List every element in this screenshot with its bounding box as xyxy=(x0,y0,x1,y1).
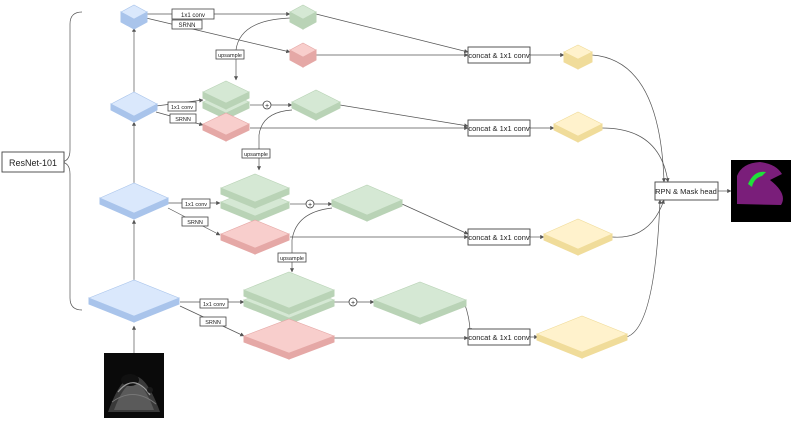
svg-text:1x1 conv: 1x1 conv xyxy=(171,105,193,111)
op-upsample-l1: upsample xyxy=(215,49,245,60)
op-conv-l4: 1x1 conv xyxy=(199,298,229,309)
svg-text:upsample: upsample xyxy=(218,53,242,59)
op-srnn-l4: SRNN xyxy=(199,316,227,327)
backbone-block-2 xyxy=(110,91,158,123)
ultrasound-image xyxy=(104,353,164,418)
op-srnn-l3: SRNN xyxy=(181,216,209,227)
op-upsample-l3: upsample xyxy=(277,252,307,263)
svg-text:concat & 1x1 conv: concat & 1x1 conv xyxy=(468,51,530,60)
svg-text:1x1 conv: 1x1 conv xyxy=(185,202,207,208)
concat-box-l1: concat & 1x1 conv xyxy=(467,46,531,64)
svg-text:concat & 1x1 conv: concat & 1x1 conv xyxy=(468,124,530,133)
fused-yellow-l4 xyxy=(536,315,628,359)
backbone-label: ResNet-101 xyxy=(9,158,57,168)
add-circle-l2: + xyxy=(262,100,272,110)
svg-text:1x1 conv: 1x1 conv xyxy=(181,13,205,19)
segmentation-mask-image xyxy=(731,160,791,222)
svg-text:SRNN: SRNN xyxy=(178,23,195,29)
svg-text:+: + xyxy=(351,300,355,307)
svg-text:SRNN: SRNN xyxy=(205,320,221,326)
backbone-label-box: ResNet-101 xyxy=(1,151,65,173)
svg-text:concat & 1x1 conv: concat & 1x1 conv xyxy=(468,333,530,342)
svg-text:1x1 conv: 1x1 conv xyxy=(203,302,225,308)
op-conv-l1: 1x1 conv xyxy=(171,8,215,20)
backbone-block-4 xyxy=(88,279,180,323)
op-conv-l3: 1x1 conv xyxy=(181,198,211,209)
rpn-mask-head-box: RPN & Mask head xyxy=(654,181,719,201)
fused-yellow-l1 xyxy=(563,44,593,70)
concat-box-l3: concat & 1x1 conv xyxy=(467,228,531,246)
add-circle-l4: + xyxy=(348,297,358,307)
svg-text:SRNN: SRNN xyxy=(187,220,203,226)
lateral-green-l1 xyxy=(289,4,317,30)
merged-green-l4 xyxy=(373,281,467,325)
backbone-block-1 xyxy=(120,4,148,30)
fused-yellow-l3 xyxy=(543,218,613,256)
op-srnn-l1: SRNN xyxy=(171,19,203,30)
op-conv-l2: 1x1 conv xyxy=(167,101,197,112)
backbone-block-3 xyxy=(99,182,169,220)
svg-text:+: + xyxy=(308,202,312,209)
lateral-green-l3-a xyxy=(220,173,290,209)
svg-text:+: + xyxy=(265,103,269,110)
srnn-red-l2 xyxy=(202,112,250,142)
op-srnn-l2: SRNN xyxy=(169,113,197,124)
svg-text:upsample: upsample xyxy=(244,152,268,158)
svg-text:concat & 1x1 conv: concat & 1x1 conv xyxy=(468,233,530,242)
srnn-red-l4 xyxy=(243,318,335,360)
merged-green-l2 xyxy=(291,89,341,121)
op-upsample-l2: upsample xyxy=(241,148,271,159)
fused-yellow-l2 xyxy=(553,111,603,143)
merged-green-l3 xyxy=(331,184,403,222)
svg-text:SRNN: SRNN xyxy=(175,117,191,123)
svg-text:upsample: upsample xyxy=(280,256,304,262)
svg-text:RPN & Mask head: RPN & Mask head xyxy=(655,187,717,196)
concat-box-l4: concat & 1x1 conv xyxy=(467,328,531,346)
lateral-green-l2-a xyxy=(202,80,250,110)
lateral-green-l4-a xyxy=(243,271,335,315)
add-circle-l3: + xyxy=(305,199,315,209)
concat-box-l2: concat & 1x1 conv xyxy=(467,119,531,137)
srnn-red-l3 xyxy=(220,219,290,255)
srnn-red-l1 xyxy=(289,42,317,68)
